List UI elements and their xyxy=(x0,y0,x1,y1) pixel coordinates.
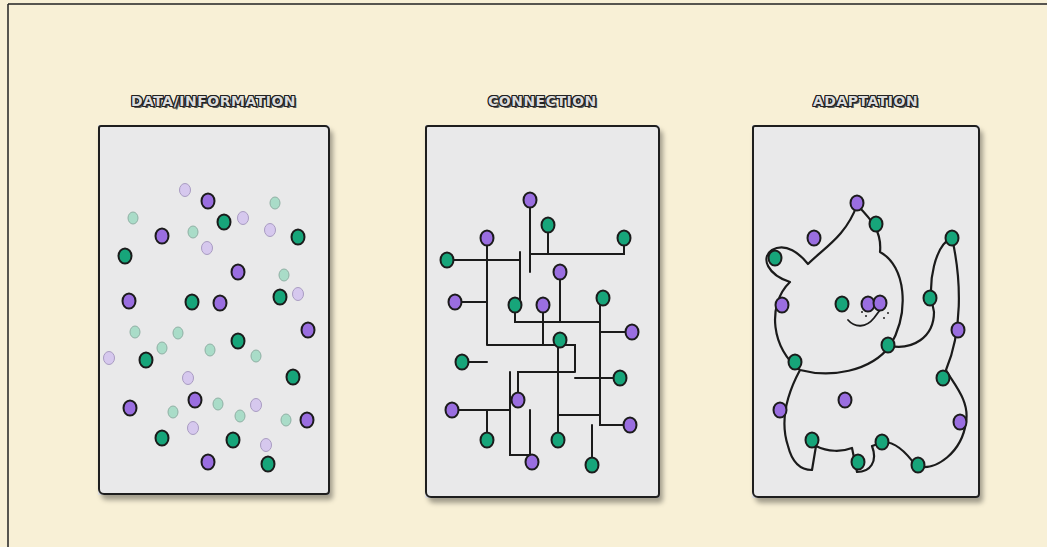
connection-network xyxy=(441,193,639,473)
panel: ADAPTATION xyxy=(752,125,980,498)
panel: DATA/INFORMATION xyxy=(98,125,330,495)
panel-title: ADAPTATION xyxy=(813,93,918,109)
panel-title: CONNECTION xyxy=(488,93,597,109)
panel: CONNECTION xyxy=(425,125,660,498)
scattered-dots xyxy=(104,184,315,472)
panel-title: DATA/INFORMATION xyxy=(131,93,296,109)
cat-drawing xyxy=(766,196,966,473)
